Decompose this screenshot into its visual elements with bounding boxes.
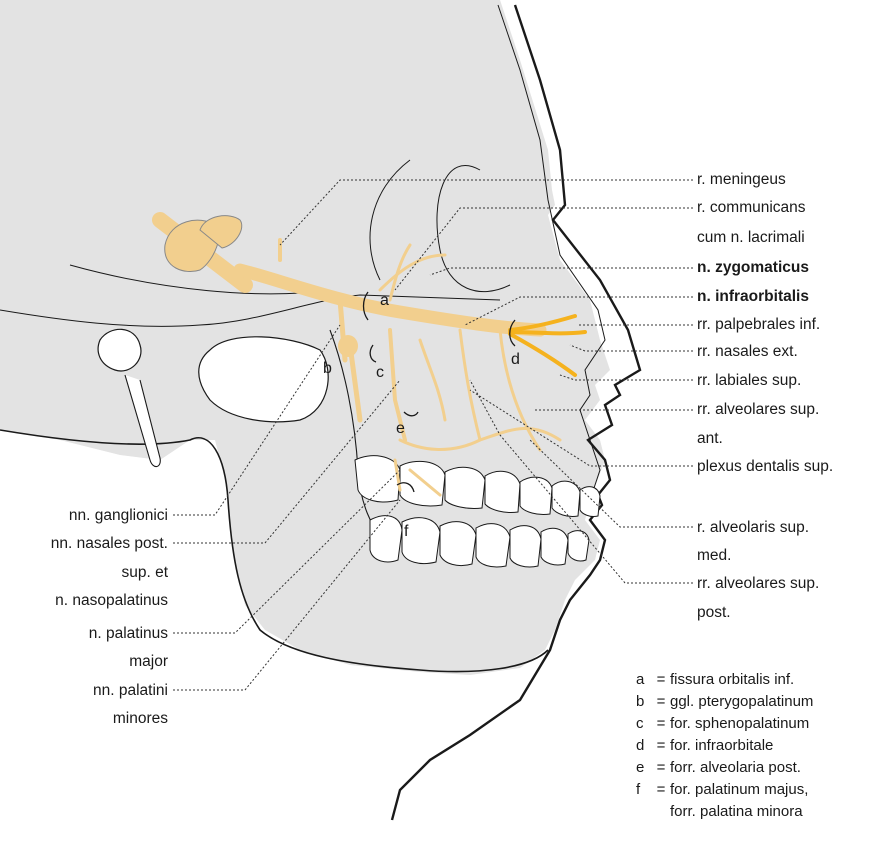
label-nn-palatini-1: nn. palatini [93,681,168,700]
label-rr-alveolares-ant-2: ant. [697,429,723,448]
letter-d: d [511,351,520,369]
label-r-meningeus: r. meningeus [697,170,786,189]
legend-text: for. infraorbitale [670,735,773,757]
label-nn-palatini-2: minores [113,709,168,728]
legend-key: c [636,713,652,735]
legend-key: e [636,757,652,779]
legend-row: b=ggl. pterygopalatinum [636,691,813,713]
letter-c: c [376,364,384,382]
label-n-palatinus-2: major [129,652,168,671]
legend-eq: = [652,779,670,801]
label-rr-alveolares-post-2: post. [697,603,731,622]
label-nn-nasales-2: sup. et [121,563,168,582]
legend-key: d [636,735,652,757]
label-n-infraorbitalis: n. infraorbitalis [697,287,809,306]
label-plexus-dentalis: plexus dentalis sup. [697,457,833,476]
letter-a: a [380,292,389,310]
label-rr-labiales: rr. labiales sup. [697,371,801,390]
legend-eq: = [652,691,670,713]
legend-text: for. sphenopalatinum [670,713,809,735]
label-rr-alveolares-post-1: rr. alveolares sup. [697,574,819,593]
label-rr-nasales-ext: rr. nasales ext. [697,342,798,361]
label-n-palatinus-1: n. palatinus [89,624,168,643]
letter-e: e [396,420,405,438]
legend-key: f [636,779,652,801]
legend-text: fissura orbitalis inf. [670,669,794,691]
letter-b: b [323,360,332,378]
label-r-alveolaris-med-1: r. alveolaris sup. [697,518,809,537]
legend-eq: = [652,713,670,735]
label-nn-ganglionici: nn. ganglionici [69,506,168,525]
label-rr-alveolares-ant-1: rr. alveolares sup. [697,400,819,419]
legend-text: for. palatinum majus, [670,779,808,801]
legend-row: a=fissura orbitalis inf. [636,669,813,691]
label-nn-nasales-1: nn. nasales post. [51,534,168,553]
legend-row: d=for. infraorbitale [636,735,813,757]
legend-eq [652,801,670,823]
label-r-communicans-2: cum n. lacrimali [697,228,805,247]
legend-row: f=for. palatinum majus, [636,779,813,801]
legend-key: b [636,691,652,713]
legend-key: a [636,669,652,691]
label-r-alveolaris-med-2: med. [697,546,731,565]
label-rr-palpebrales: rr. palpebrales inf. [697,315,820,334]
legend-key [636,801,652,823]
legend-text: forr. palatina minora [670,801,803,823]
legend-row: e=forr. alveolaria post. [636,757,813,779]
condyle [98,329,141,371]
legend-eq: = [652,669,670,691]
legend-text: ggl. pterygopalatinum [670,691,813,713]
label-nn-nasales-3: n. nasopalatinus [55,591,168,610]
legend-row: forr. palatina minora [636,801,813,823]
legend-eq: = [652,735,670,757]
letter-f: f [404,523,408,541]
legend-row: c=for. sphenopalatinum [636,713,813,735]
label-n-zygomaticus: n. zygomaticus [697,258,809,277]
label-r-communicans-1: r. communicans [697,198,806,217]
legend-text: forr. alveolaria post. [670,757,801,779]
legend: a=fissura orbitalis inf. b=ggl. pterygop… [636,669,813,823]
legend-eq: = [652,757,670,779]
